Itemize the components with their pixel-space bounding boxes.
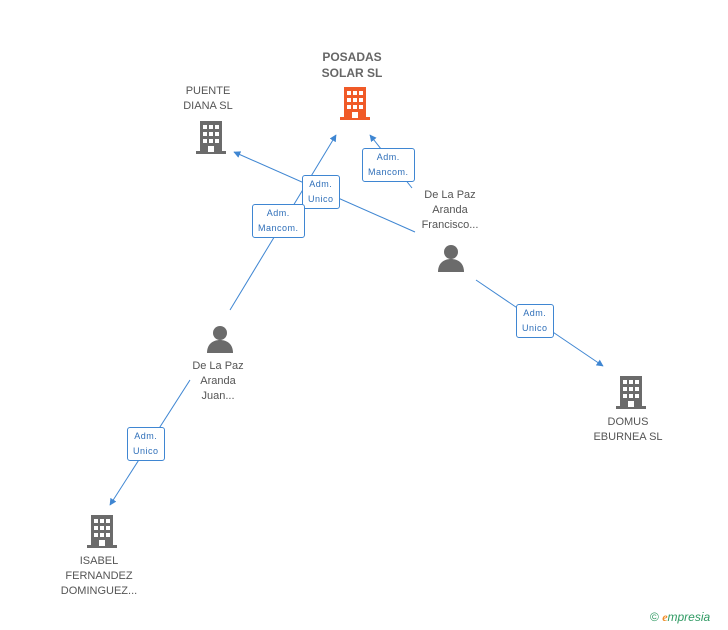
node-label-domus-eburnea[interactable]: DOMUS EBURNEA SL: [593, 415, 662, 445]
edge-label-line: Mancom.: [258, 223, 299, 233]
node-label-line: DIANA SL: [183, 100, 233, 112]
node-label-line: Francisco...: [421, 219, 479, 231]
person-icon[interactable]: [436, 243, 466, 273]
node-label-line: DOMINGUEZ...: [60, 585, 138, 597]
node-label-line: SOLAR SL: [321, 66, 383, 80]
edge-label-line: Adm.: [309, 179, 333, 189]
node-label-line: De La Paz: [424, 189, 476, 201]
node-label-line: DOMUS: [607, 416, 649, 428]
node-label-line: POSADAS: [322, 50, 382, 64]
node-label-line: Aranda: [432, 204, 468, 216]
copyright-symbol: ©: [650, 610, 659, 624]
node-label-isabel-fernandez[interactable]: ISABEL FERNANDEZ DOMINGUEZ...: [61, 554, 137, 599]
edge-label-line: Unico: [522, 323, 548, 333]
edge-label-line: Adm.: [523, 308, 547, 318]
edge-label-francisco-posadas[interactable]: Adm. Mancom.: [362, 148, 415, 182]
node-label-line: Aranda: [200, 375, 236, 387]
node-label-line: ISABEL: [79, 555, 119, 567]
edge-label-juan-isabel[interactable]: Adm. Unico: [127, 427, 165, 461]
building-icon[interactable]: [614, 374, 648, 410]
empresia-logo: © empresia: [650, 610, 710, 625]
node-label-line: De La Paz: [192, 360, 244, 372]
node-label-person-juan[interactable]: De La Paz Aranda Juan...: [192, 359, 243, 404]
node-label-line: FERNANDEZ: [65, 570, 133, 582]
edge-label-line: Mancom.: [368, 167, 409, 177]
edge-label-line: Unico: [308, 194, 334, 204]
brand-initial: e: [662, 610, 668, 624]
edge-label-line: Adm.: [376, 152, 400, 162]
node-label-line: Juan...: [201, 390, 235, 402]
building-icon[interactable]: [338, 85, 372, 121]
edge-label-juan-posadas[interactable]: Adm. Mancom.: [252, 204, 305, 238]
brand-name: mpresia: [667, 610, 711, 624]
edge-label-line: Adm.: [134, 431, 158, 441]
edge-label-francisco-puente[interactable]: Adm. Unico: [302, 175, 340, 209]
person-icon[interactable]: [205, 324, 235, 354]
node-label-line: PUENTE: [185, 85, 231, 97]
edge-label-line: Unico: [133, 446, 159, 456]
building-icon[interactable]: [85, 513, 119, 549]
building-icon[interactable]: [194, 119, 228, 155]
edge-label-line: Adm.: [266, 208, 290, 218]
node-label-posadas-solar[interactable]: POSADAS SOLAR SL: [322, 49, 383, 81]
node-label-puente-diana[interactable]: PUENTE DIANA SL: [183, 84, 233, 114]
node-label-person-francisco[interactable]: De La Paz Aranda Francisco...: [422, 188, 479, 233]
node-label-line: EBURNEA SL: [593, 431, 663, 443]
edge-label-francisco-domus[interactable]: Adm. Unico: [516, 304, 554, 338]
